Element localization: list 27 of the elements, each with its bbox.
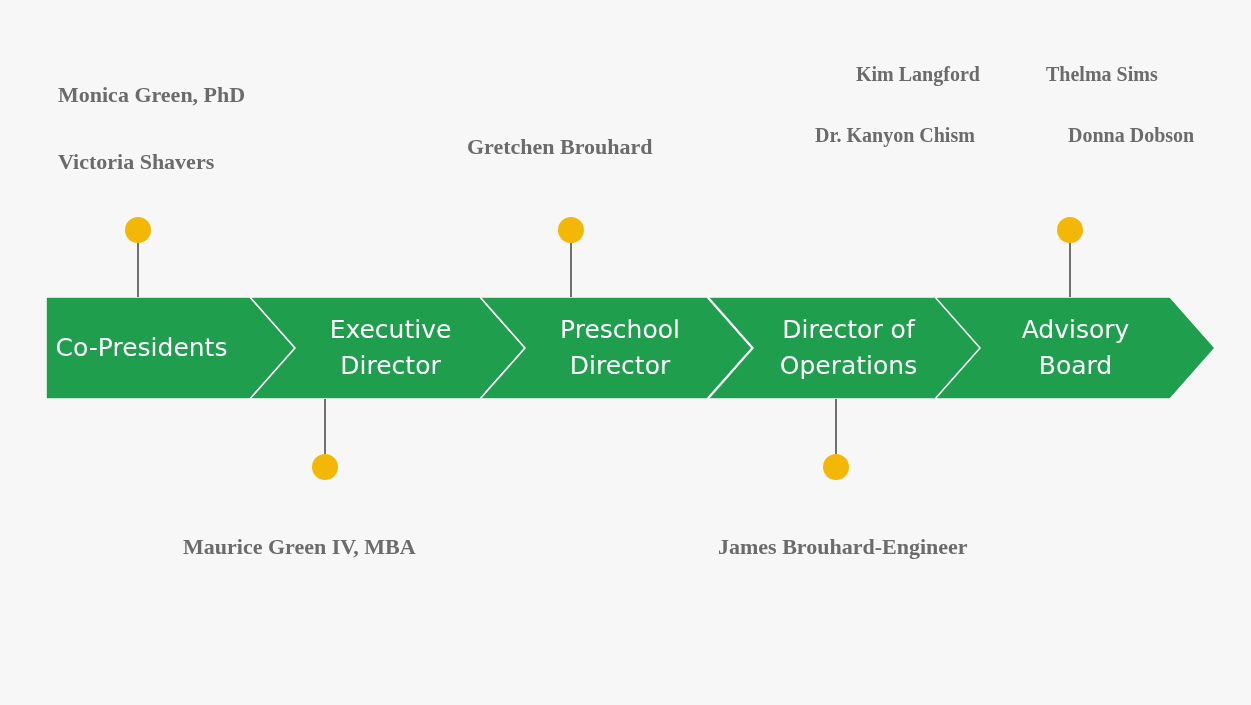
chevron-step <box>480 297 752 399</box>
timeline-dot <box>1057 217 1083 243</box>
timeline-dot <box>823 454 849 480</box>
chevron-step <box>708 297 982 399</box>
chevron-step <box>250 297 525 399</box>
step-label: Preschool Director <box>559 314 681 382</box>
step-label: Advisory Board <box>1020 314 1131 382</box>
person-name: Thelma Sims <box>1046 62 1158 87</box>
chevron-step <box>935 297 1215 399</box>
person-name: James Brouhard-Engineer <box>718 533 968 561</box>
person-name: Maurice Green IV, MBA <box>183 533 416 561</box>
person-name: Dr. Kanyon Chism <box>815 123 975 149</box>
person-name: Gretchen Brouhard <box>467 133 653 161</box>
step-label: Director of Operations <box>778 314 919 382</box>
person-name: Victoria Shavers <box>58 148 215 176</box>
connector-line <box>570 242 572 298</box>
connector-line <box>835 398 837 455</box>
person-name: Monica Green, PhD <box>58 81 246 109</box>
connector-line <box>1069 242 1071 298</box>
timeline-dot <box>125 217 151 243</box>
person-name: Kim Langford <box>856 62 980 88</box>
timeline-dot <box>312 454 338 480</box>
step-label: Executive Director <box>328 314 453 382</box>
connector-line <box>324 398 326 455</box>
connector-line <box>137 242 139 298</box>
timeline-dot <box>558 217 584 243</box>
person-name: Donna Dobson <box>1068 123 1195 148</box>
